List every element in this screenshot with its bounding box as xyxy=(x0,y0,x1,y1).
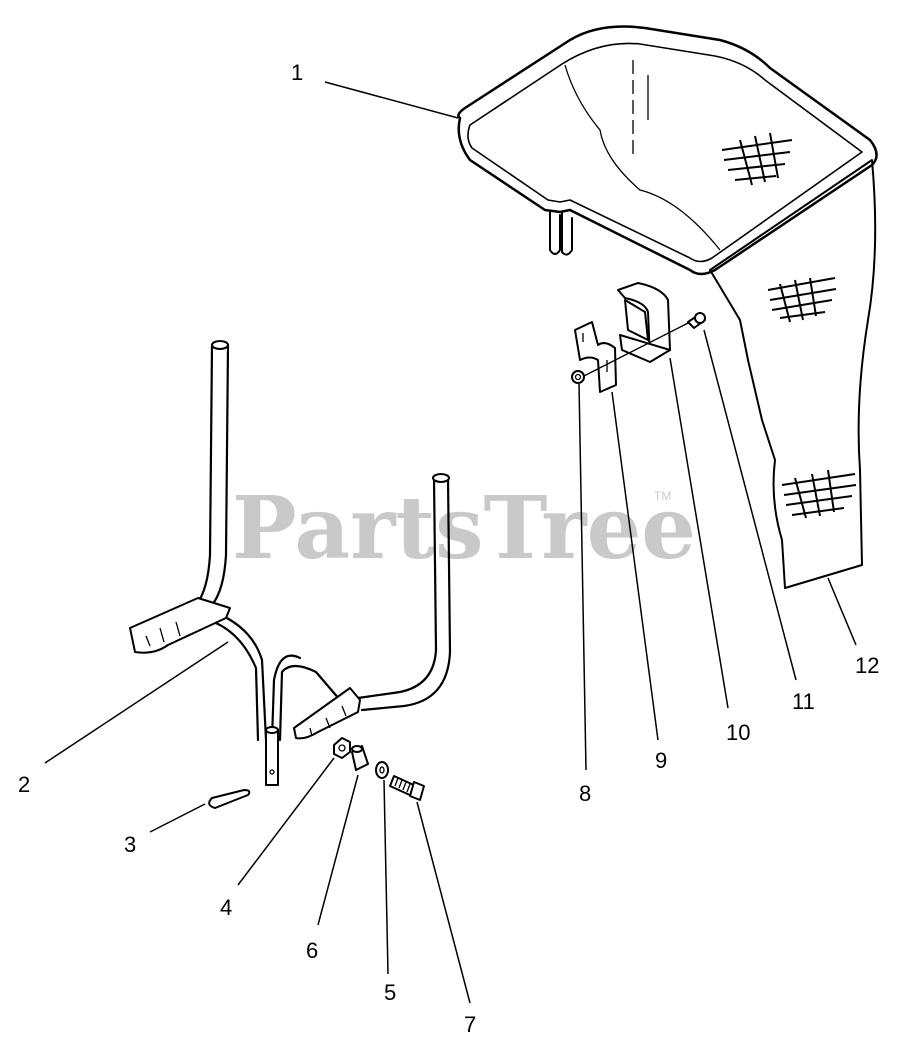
bag-frame[interactable] xyxy=(457,25,878,276)
pin-post[interactable] xyxy=(265,726,279,786)
callout-12: 12 xyxy=(855,653,879,678)
bag-mesh-middle xyxy=(767,277,837,323)
callout-1: 1 xyxy=(291,60,303,85)
spacer-6[interactable] xyxy=(351,745,369,771)
mounting-frame[interactable] xyxy=(129,340,452,742)
bag-mesh-bottom xyxy=(781,469,857,519)
callout-4: 4 xyxy=(220,895,232,920)
leader-8 xyxy=(578,383,587,771)
nut-8[interactable] xyxy=(571,370,585,384)
callout-6: 6 xyxy=(306,938,318,963)
clip-plate-lower[interactable] xyxy=(574,321,617,393)
callout-5: 5 xyxy=(384,980,396,1005)
callout-8: 8 xyxy=(579,781,591,806)
watermark-trademark: TM xyxy=(654,489,671,503)
leader-lines xyxy=(44,81,857,1004)
bolt-7[interactable] xyxy=(389,775,425,801)
leader-1 xyxy=(324,81,459,119)
leader-9 xyxy=(611,391,659,741)
bracket-axis-line xyxy=(579,317,699,379)
bag-mesh-top xyxy=(721,132,793,186)
callout-labels: 1 2 3 4 5 6 7 8 9 10 11 12 xyxy=(18,60,879,1037)
hairpin-clip-3[interactable] xyxy=(208,789,251,809)
leader-10 xyxy=(669,357,729,709)
watermark-text: PartsTree xyxy=(232,478,696,579)
leader-4 xyxy=(237,757,335,886)
leader-2 xyxy=(44,641,229,764)
leader-11 xyxy=(703,329,797,681)
callout-3: 3 xyxy=(124,832,136,857)
clip-bracket-upper[interactable] xyxy=(617,282,671,363)
callout-11: 11 xyxy=(792,689,815,714)
callout-10: 10 xyxy=(726,720,750,745)
leader-7 xyxy=(416,801,471,1004)
callout-7: 7 xyxy=(464,1012,476,1037)
watermark: PartsTree TM xyxy=(232,478,696,579)
leader-3 xyxy=(149,803,206,833)
callout-2: 2 xyxy=(18,772,30,797)
washer-5[interactable] xyxy=(375,761,389,779)
grass-bag[interactable] xyxy=(564,60,877,589)
screw-11[interactable] xyxy=(687,312,706,329)
nut-4[interactable] xyxy=(333,737,351,759)
callout-9: 9 xyxy=(655,748,667,773)
leader-6 xyxy=(317,774,359,926)
leader-12 xyxy=(827,577,857,646)
leader-5 xyxy=(383,779,389,975)
